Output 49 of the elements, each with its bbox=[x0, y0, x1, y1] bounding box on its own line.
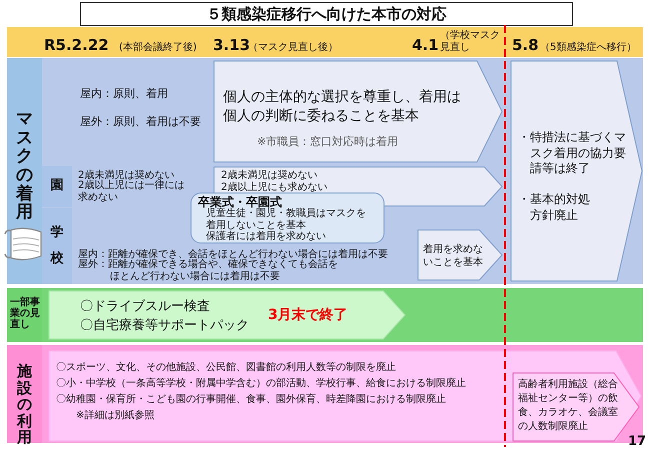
node-text: 2歳未満児は奨めない bbox=[221, 168, 318, 182]
node-text: ・基本的対処方針廃止 bbox=[518, 192, 591, 224]
node-text: 施設の利用 bbox=[17, 363, 32, 446]
header-label: (本部会議終了後) bbox=[119, 40, 197, 55]
header-label: （マスク見直し後） bbox=[248, 42, 338, 55]
node-text: ※詳細は別紙参照 bbox=[76, 408, 154, 423]
node-text: 屋内：距離が確保でき、会話をほとんど行わない場合には着用は不要 bbox=[78, 248, 388, 260]
node-text: 学校 bbox=[50, 224, 64, 268]
node-text: 2歳以上児には一律には求めない bbox=[78, 180, 186, 204]
node-text: 〇幼稚園・保育所・こども園の行事開催、食事、園外保育、時差降園における制限廃止 bbox=[56, 392, 446, 407]
node-text: 〇小・中学校（一条高等学校・附属中学含む）の部活動、学校行事、給食における制限廃止 bbox=[56, 376, 466, 391]
node-text: 高齢者利用施設（総合福祉センター等）の飲食、カラオケ、会議室の人数制限廃止 bbox=[518, 378, 619, 434]
header-label: 4.1 bbox=[412, 35, 439, 56]
chevron-box bbox=[48, 290, 406, 340]
row-header bbox=[7, 345, 42, 443]
row-header bbox=[42, 208, 72, 284]
header-label: 3.13 bbox=[213, 35, 250, 56]
node-text: 〇自宅療養等サポートパック bbox=[80, 317, 249, 335]
row-header bbox=[7, 288, 42, 342]
node-text: マスクの着用 bbox=[16, 110, 33, 222]
node-text: 〇ドライブスルー検査 bbox=[80, 298, 210, 316]
callout-box bbox=[190, 192, 385, 244]
node-text: 個人の主体的な選択を尊重し、着用は個人の判断に委ねることを基本 bbox=[223, 88, 462, 126]
header-label: （5類感染症へ移行） bbox=[540, 40, 636, 55]
row-header bbox=[7, 58, 42, 284]
node-text: 園 bbox=[50, 179, 64, 194]
node-text: 屋内：原則、着用 bbox=[80, 86, 168, 102]
node-text: 屋外：原則、着用は不要 bbox=[80, 114, 201, 130]
title: ５類感染症移行へ向けた本市の対応 bbox=[206, 4, 446, 25]
header-label: （学校マスク見直し bbox=[440, 30, 501, 54]
node-text: 着用を求めないことを基本 bbox=[423, 243, 484, 269]
node-text: 2歳以上児にも求めない bbox=[221, 180, 328, 195]
header-label: 17 bbox=[628, 433, 646, 450]
node-text: 〇スポーツ、文化、その他施設、公民館、図書館の利用人数等の制限を廃止 bbox=[56, 360, 396, 375]
chevron-box bbox=[510, 60, 643, 282]
chevron-box bbox=[213, 60, 503, 163]
node-text: 保護者には着用を求めない bbox=[206, 231, 326, 242]
node-text: 卒業式・卒園式 bbox=[198, 194, 282, 209]
node-text: 3月末で終了 bbox=[268, 306, 348, 325]
header-label: 5.8 bbox=[512, 35, 539, 56]
node-text: ※市職員：窓口対応時は着用 bbox=[257, 134, 398, 150]
node-text: 2歳未満児は奨めない bbox=[78, 168, 174, 181]
node-text: ・特措法に基づくマスク着用の協力要請等は終了 bbox=[518, 130, 627, 177]
chevron-box bbox=[417, 229, 503, 281]
node-text: 児童生徒・園児・教職員はマスクを着用しないことを基本 bbox=[206, 208, 367, 231]
header-label: R5.2.22 bbox=[44, 35, 109, 56]
node-text: 屋外：距離が確保できる場合や、確保できなくても会話をほとんど行わない場合には着用は不要 bbox=[78, 259, 339, 283]
node-text: 一部事業の見直し bbox=[10, 297, 40, 330]
row-header bbox=[42, 166, 72, 207]
